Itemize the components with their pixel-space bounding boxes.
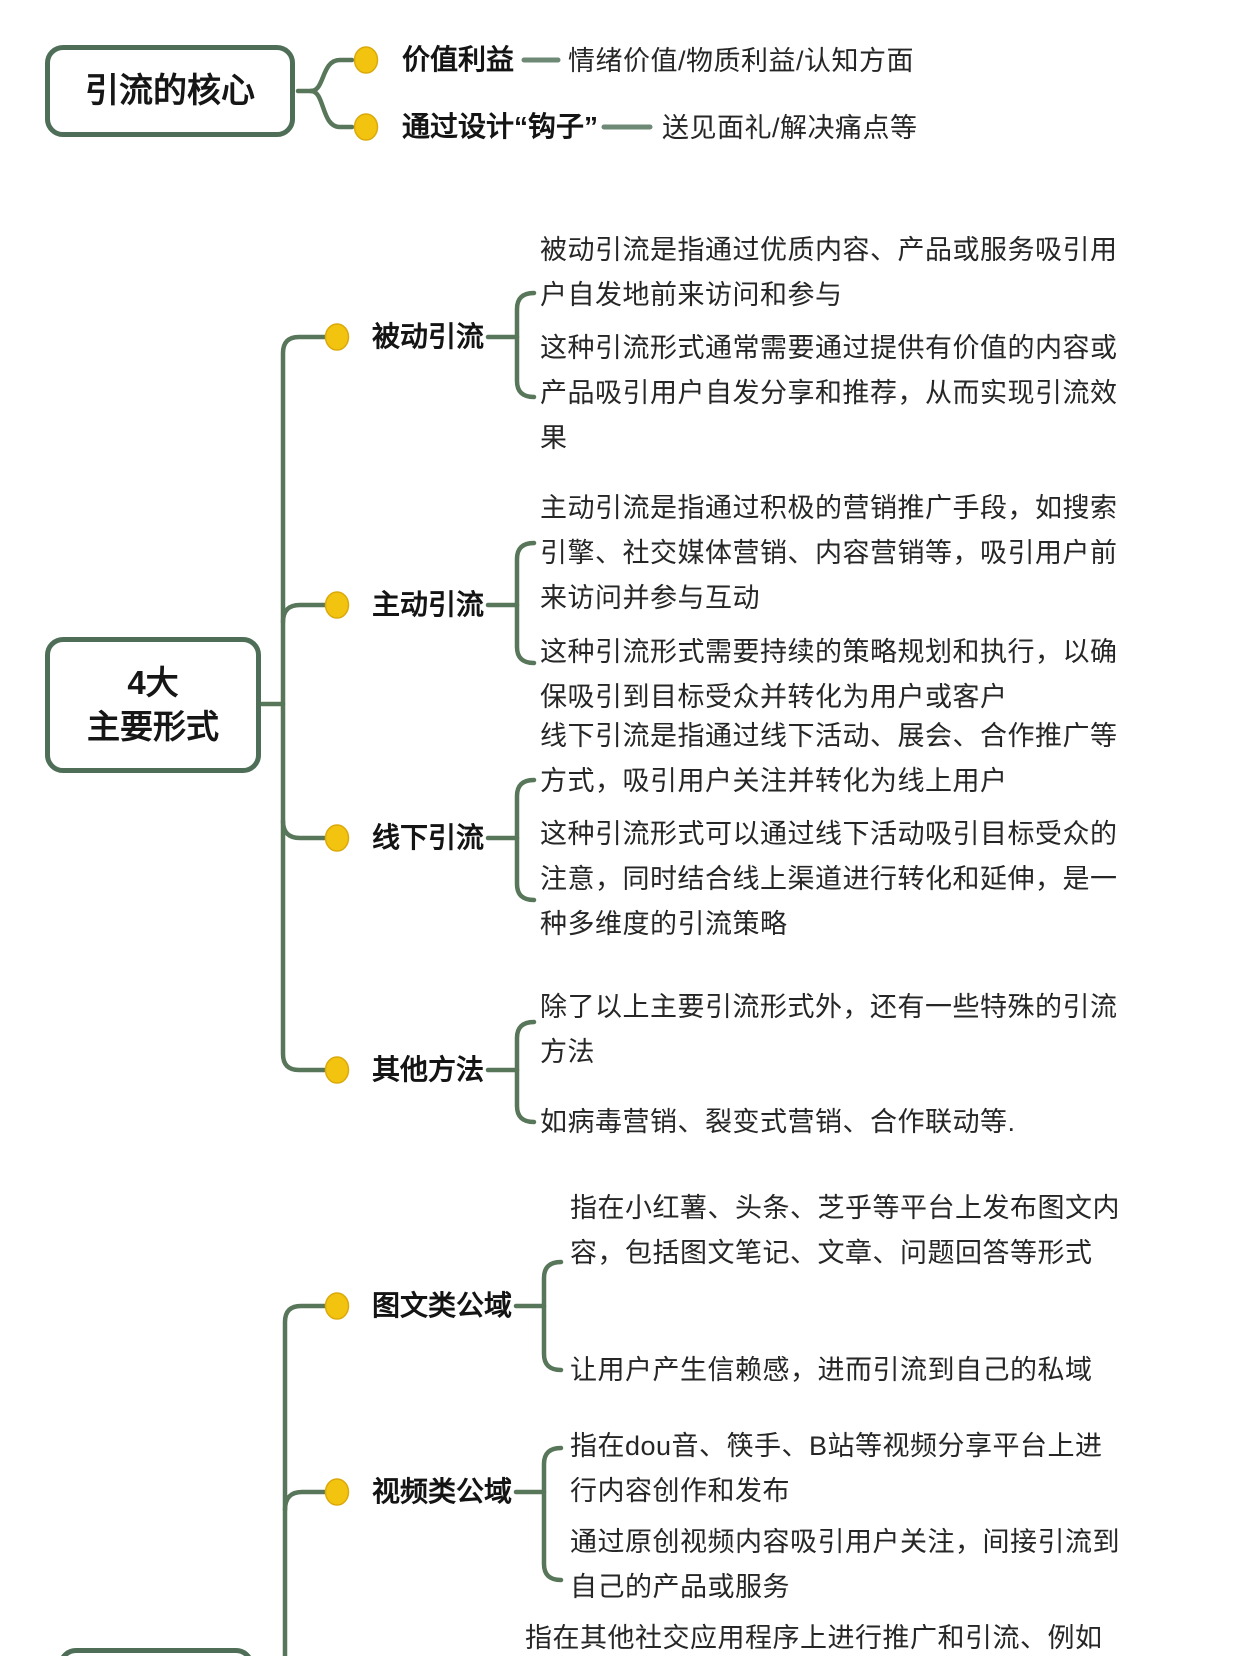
- paragraph-other-1[interactable]: 除了以上主要引流形式外，还有一些特殊的引流 方法: [540, 992, 1118, 1067]
- branch-label-value-benefit[interactable]: 价值利益: [402, 44, 515, 75]
- root-node-core[interactable]: 引流的核心: [45, 45, 295, 137]
- paragraph-image-text-1[interactable]: 指在小红薯、头条、芝乎等平台上发布图文内 容，包括图文笔记、文章、问题回答等形式: [570, 1193, 1120, 1268]
- branch-bullet-icon[interactable]: [324, 591, 350, 619]
- connector-path: [308, 57, 355, 94]
- bracket: [541, 1445, 564, 1583]
- connector-elbow: [280, 818, 337, 841]
- paragraph-offline-2[interactable]: 这种引流形式可以通过线下活动吸引目标受众的 注意，同时结合线上渠道进行转化和延伸…: [540, 819, 1118, 939]
- branch-bullet-icon[interactable]: [324, 1292, 350, 1320]
- branch-label-active[interactable]: 主动引流: [372, 589, 485, 620]
- paragraph-active-1[interactable]: 主动引流是指通过积极的营销推广手段，如搜索 引擎、社交媒体营销、内容营销等，吸引…: [540, 493, 1118, 613]
- detail-value-benefit[interactable]: 情绪价值/物质利益/认知方面: [568, 46, 915, 76]
- connector-path: [308, 88, 355, 130]
- detail-hook-design[interactable]: 送见面礼/解决痛点等: [662, 113, 918, 143]
- paragraph-passive-2[interactable]: 这种引流形式通常需要通过提供有价值的内容或 产品吸引用户自发分享和推荐，从而实现…: [540, 333, 1118, 453]
- paragraph-image-text-2[interactable]: 让用户产生信赖感，进而引流到自己的私域: [570, 1355, 1093, 1385]
- connector-trunk: [280, 334, 337, 1073]
- bracket: [514, 777, 537, 903]
- root-node-four-forms[interactable]: 4大 主要形式: [45, 637, 261, 773]
- connector-trunk: [282, 1303, 337, 1656]
- branch-label-other-methods[interactable]: 其他方法: [372, 1054, 485, 1085]
- paragraph-video-2[interactable]: 通过原创视频内容吸引用户关注，间接引流到 自己的产品或服务: [570, 1527, 1120, 1602]
- bracket: [514, 1019, 537, 1125]
- paragraph-video-1[interactable]: 指在dou音、筷手、B站等视频分享平台上进 行内容创作和发布: [570, 1431, 1103, 1506]
- paragraph-offline-1[interactable]: 线下引流是指通过线下活动、展会、合作推广等 方式，吸引用户关注并转化为线上用户: [540, 721, 1118, 796]
- paragraph-other-social-1[interactable]: 指在其他社交应用程序上进行推广和引流、例如: [525, 1623, 1103, 1653]
- connector-elbow: [280, 602, 337, 625]
- branch-label-passive[interactable]: 被动引流: [372, 321, 485, 352]
- branch-bullet-icon[interactable]: [324, 1056, 350, 1084]
- connector-elbow: [282, 1489, 337, 1513]
- paragraph-passive-1[interactable]: 被动引流是指通过优质内容、产品或服务吸引用 户自发地前来访问和参与: [540, 235, 1118, 310]
- paragraph-other-2[interactable]: 如病毒营销、裂变式营销、合作联动等.: [540, 1107, 1016, 1137]
- branch-label-image-text-public[interactable]: 图文类公域: [372, 1290, 513, 1321]
- branch-bullet-icon[interactable]: [353, 113, 379, 141]
- paragraph-active-2[interactable]: 这种引流形式需要持续的策略规划和执行，以确 保吸引到目标受众并转化为用户或客户: [540, 637, 1118, 712]
- branch-bullet-icon[interactable]: [324, 824, 350, 852]
- bracket: [541, 1259, 564, 1373]
- bracket: [514, 290, 537, 400]
- branch-bullet-icon[interactable]: [324, 1478, 350, 1506]
- branch-bullet-icon[interactable]: [324, 323, 350, 351]
- branch-label-hook-design[interactable]: 通过设计“钩子”: [402, 111, 599, 142]
- branch-label-offline[interactable]: 线下引流: [372, 822, 485, 853]
- branch-label-video-public[interactable]: 视频类公域: [372, 1476, 513, 1507]
- branch-bullet-icon[interactable]: [353, 46, 379, 74]
- bracket: [514, 540, 537, 666]
- root-node-partial-bottom[interactable]: [58, 1648, 254, 1656]
